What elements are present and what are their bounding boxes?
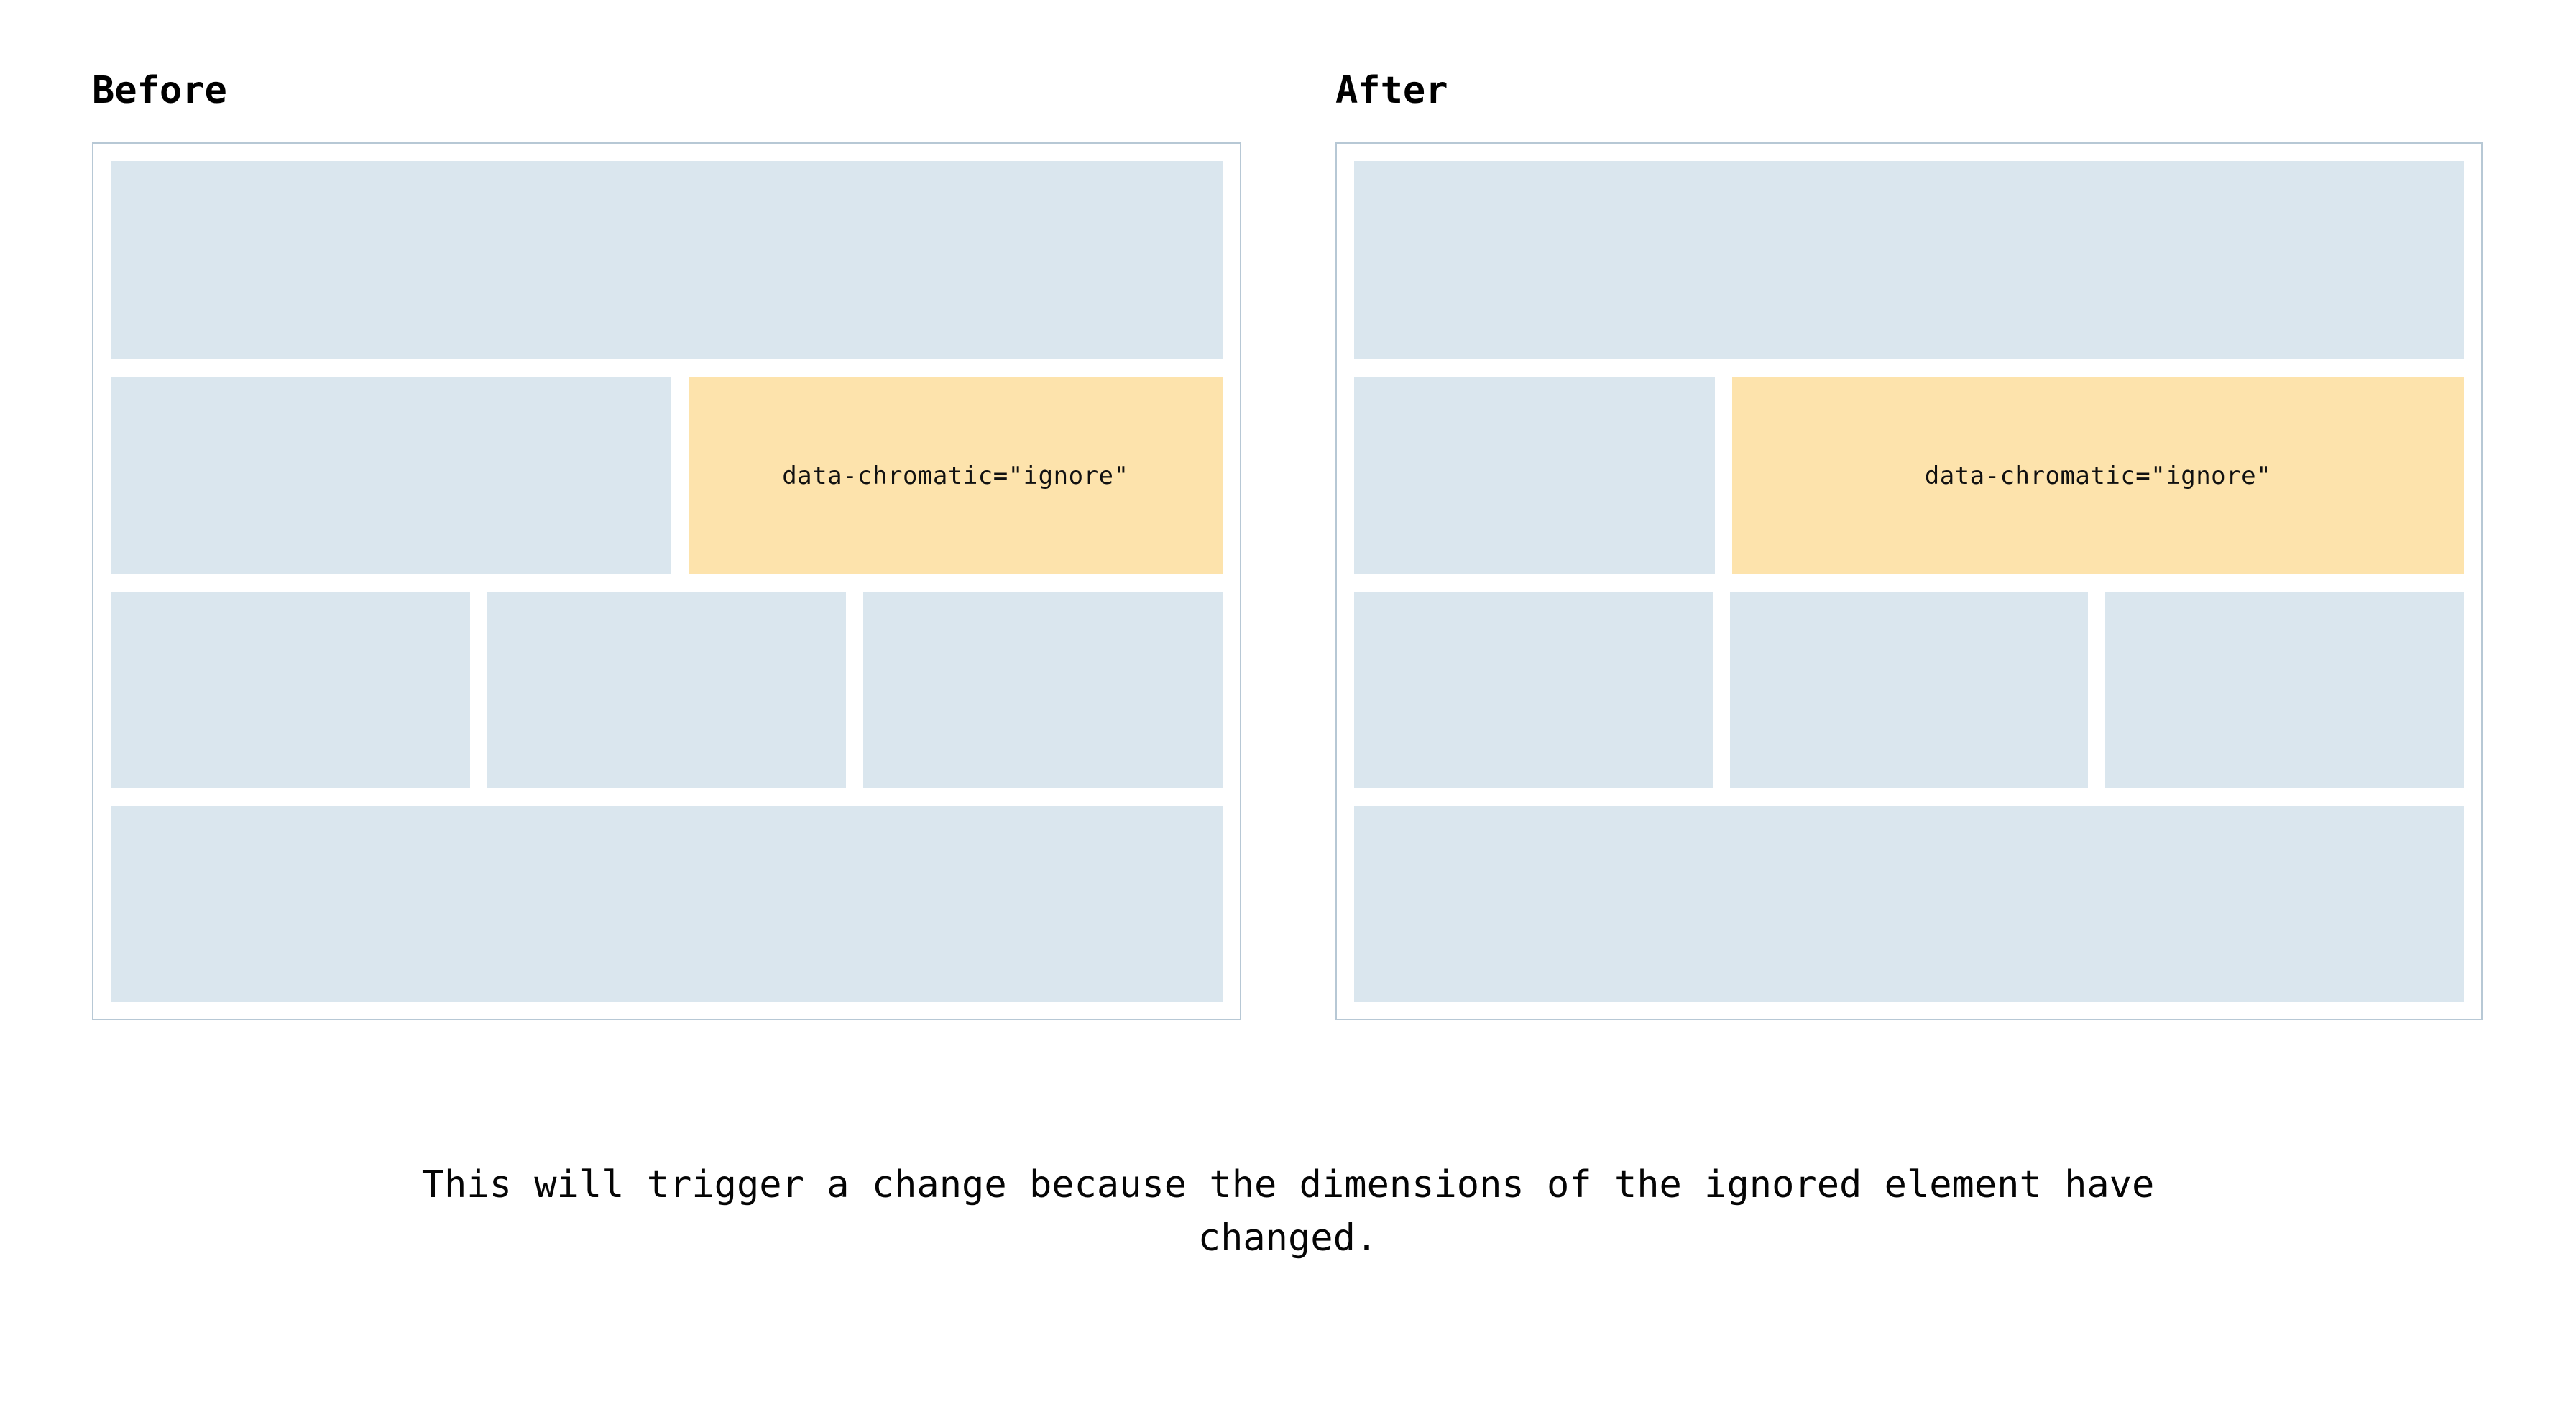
panel-after-frame: data-chromatic="ignore" [1335, 142, 2483, 1020]
layout-block [1354, 377, 1715, 574]
row-hero [1354, 161, 2464, 359]
layout-block [487, 592, 847, 788]
layout-block [111, 161, 1223, 359]
layout-block [111, 377, 671, 574]
row-triple [1354, 592, 2465, 788]
layout-block [111, 806, 1223, 1002]
panel-before: Before data-chromatic="ignore" [92, 72, 1241, 1020]
layout-block [863, 592, 1223, 788]
panel-after: After data-chromatic="ignore" [1335, 72, 2483, 1020]
ignored-block-label: data-chromatic="ignore" [782, 461, 1129, 490]
row-foot [1354, 806, 2464, 1002]
panel-before-frame: data-chromatic="ignore" [92, 142, 1241, 1020]
row-split: data-chromatic="ignore" [1354, 377, 2464, 574]
row-split: data-chromatic="ignore" [111, 377, 1223, 574]
layout-block [2105, 592, 2465, 788]
before-after-panels: Before data-chromatic="ignore" [92, 72, 2483, 1020]
row-triple [111, 592, 1223, 788]
layout-block [1354, 592, 1713, 788]
layout-block [111, 592, 470, 788]
ignored-block: data-chromatic="ignore" [1731, 377, 2464, 574]
row-foot [111, 806, 1223, 1002]
change-explanation-caption: This will trigger a change because the d… [421, 1163, 2155, 1260]
panel-after-rows: data-chromatic="ignore" [1354, 161, 2465, 1002]
panel-after-heading: After [1335, 69, 1448, 112]
layout-block [1729, 592, 2089, 788]
layout-block [1354, 161, 2464, 359]
row-hero [111, 161, 1223, 359]
layout-block [1354, 806, 2464, 1002]
panel-before-heading: Before [92, 69, 227, 112]
ignored-block: data-chromatic="ignore" [688, 377, 1223, 574]
panel-before-rows: data-chromatic="ignore" [111, 161, 1223, 1002]
ignored-block-label: data-chromatic="ignore" [1924, 461, 2272, 490]
